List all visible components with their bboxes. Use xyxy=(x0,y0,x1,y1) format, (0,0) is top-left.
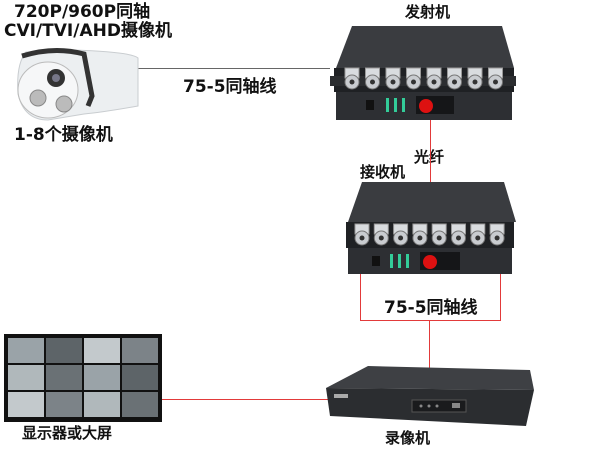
dvr-label: 录像机 xyxy=(385,429,431,447)
coax-bottom-label: 75-5同轴线 xyxy=(384,298,478,318)
camera-feed-tile xyxy=(46,392,82,417)
camera-feed-tile xyxy=(122,365,158,390)
bnc-port-icon xyxy=(431,223,447,246)
camera-feed-tile xyxy=(8,365,44,390)
bnc-port-icon xyxy=(354,223,370,246)
bnc-port-icon xyxy=(426,67,442,90)
coax-bracket-bottom xyxy=(360,320,501,321)
camera-feed-tile xyxy=(122,392,158,417)
bnc-port-icon xyxy=(365,67,380,90)
transmitter-label: 发射机 xyxy=(405,3,451,21)
camera-feed-tile xyxy=(84,338,120,363)
bnc-port-icon xyxy=(393,223,409,246)
bnc-port-icon xyxy=(488,67,503,90)
bnc-port-icon xyxy=(406,67,421,90)
fiber-label: 光纤 xyxy=(414,148,445,166)
coax-bracket-left xyxy=(360,250,361,320)
power-jack-icon xyxy=(366,100,374,110)
bullet-camera-image xyxy=(14,46,140,126)
dvr-to-monitor-line xyxy=(160,399,328,400)
receiver-device xyxy=(342,180,518,276)
bnc-port-icon xyxy=(451,223,466,246)
camera-feed-tile xyxy=(8,392,44,417)
transmitter-device xyxy=(330,24,516,122)
camera-feed-tile xyxy=(122,338,158,363)
bnc-port-icon xyxy=(489,223,505,246)
camera-feed-tile xyxy=(8,338,44,363)
coax-camera-to-transmitter xyxy=(138,68,330,69)
camera-count-label: 1-8个摄像机 xyxy=(14,125,113,145)
camera-title-line2: CVI/TVI/AHD摄像机 xyxy=(4,21,172,41)
camera-feed-tile xyxy=(84,392,120,417)
fiber-connector-icon xyxy=(419,99,433,113)
status-leds-icon xyxy=(386,98,405,112)
dvr-device xyxy=(326,364,536,426)
bnc-port-icon xyxy=(467,67,483,90)
bnc-port-icon xyxy=(344,67,360,90)
receiver-label: 接收机 xyxy=(360,163,406,181)
monitor-label: 显示器或大屏 xyxy=(22,424,113,442)
camera-title-line1: 720P/960P同轴 xyxy=(14,2,151,22)
coax-to-dvr xyxy=(429,320,430,370)
camera-feed-tile xyxy=(46,365,82,390)
bnc-port-icon xyxy=(385,67,401,90)
bnc-port-icon xyxy=(470,223,486,246)
coax-top-label: 75-5同轴线 xyxy=(183,77,277,97)
bnc-port-icon xyxy=(373,223,389,246)
fiber-connector-icon xyxy=(423,255,437,269)
bnc-port-icon xyxy=(447,67,462,90)
bnc-port-icon xyxy=(412,223,428,246)
camera-feed-tile xyxy=(84,365,120,390)
camera-feed-tile xyxy=(46,338,82,363)
power-jack-icon xyxy=(372,256,380,266)
status-leds-icon xyxy=(390,254,409,268)
monitor-multiview-image xyxy=(4,334,162,422)
coax-bracket-right xyxy=(500,250,501,320)
